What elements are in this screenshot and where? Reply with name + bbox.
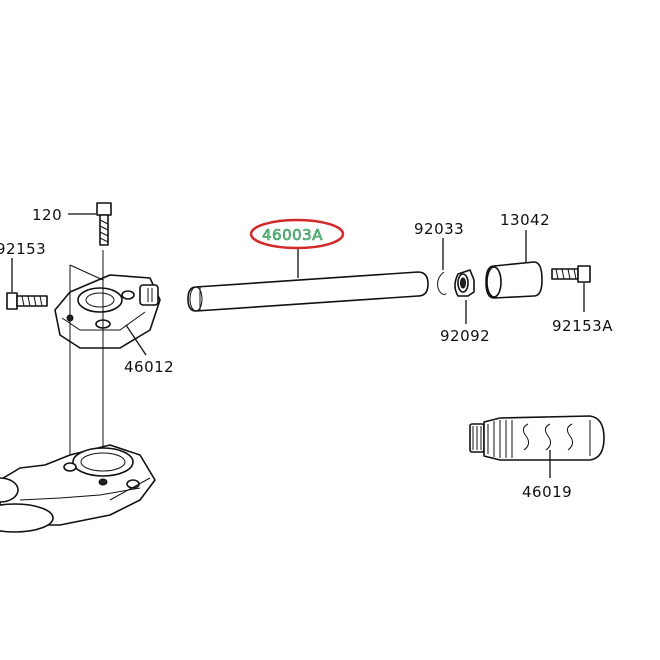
- label-92153: 92153: [0, 240, 46, 258]
- guide-line-top: [69, 264, 104, 281]
- bolt-120: [96, 202, 112, 246]
- label-92092: 92092: [440, 327, 490, 345]
- circlip-92033: [437, 271, 447, 295]
- bolt-92153: [6, 292, 48, 310]
- label-46019: 46019: [522, 483, 572, 501]
- clamp-46012: [54, 274, 161, 349]
- label-120: 120: [32, 206, 62, 224]
- label-13042: 13042: [500, 211, 550, 229]
- grip-46019: [469, 415, 605, 461]
- highlighted-part-number: 46003A: [249, 218, 345, 250]
- highlight-ring: [249, 218, 345, 250]
- leader-46012: [125, 324, 147, 356]
- label-46003A: 46003A: [262, 226, 323, 244]
- label-92153A: 92153A: [552, 317, 613, 335]
- collar-92092: [454, 269, 475, 297]
- label-92033: 92033: [414, 220, 464, 238]
- triple-clamp: [0, 444, 156, 533]
- weight-13042: [485, 261, 543, 299]
- label-46012: 46012: [124, 358, 174, 376]
- bolt-92153A: [551, 265, 591, 283]
- handlebar-46003A: [187, 271, 429, 312]
